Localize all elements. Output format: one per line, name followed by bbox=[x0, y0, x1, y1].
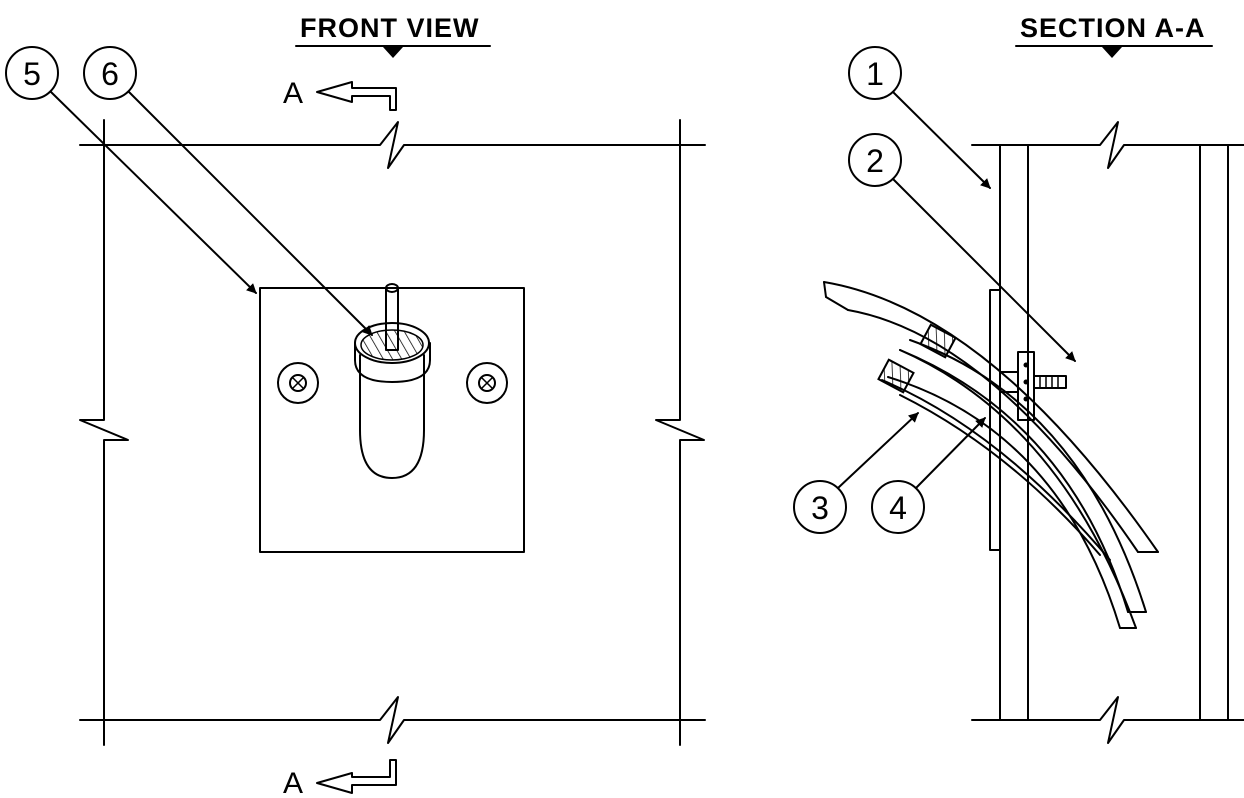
callout-6: 6 bbox=[83, 46, 373, 336]
callout-4-leader bbox=[915, 417, 986, 489]
callout-2: 2 bbox=[848, 133, 1076, 362]
front-view: FRONT VIEW A A bbox=[5, 13, 706, 798]
section-compression-block-lower bbox=[877, 358, 915, 394]
section-wall-bottom-edge bbox=[971, 696, 1244, 744]
conductor-rod-top bbox=[385, 283, 399, 293]
wall-bottom-edge bbox=[79, 696, 706, 744]
callout-3: 3 bbox=[793, 412, 919, 534]
callout-2-label: 2 bbox=[866, 143, 884, 179]
callout-4: 4 bbox=[871, 417, 986, 534]
callout-5-label: 5 bbox=[23, 56, 41, 92]
callout-5: 5 bbox=[5, 46, 257, 294]
section-view-title-marker bbox=[1102, 47, 1122, 58]
callout-3-label: 3 bbox=[811, 490, 829, 526]
callout-1-leader bbox=[892, 91, 991, 189]
screw-right bbox=[466, 362, 508, 404]
section-wall-top-edge bbox=[971, 121, 1244, 169]
mounting-plate bbox=[259, 287, 525, 553]
wall-top-edge bbox=[79, 121, 706, 169]
callout-1-label: 1 bbox=[866, 56, 884, 92]
sleeve-collar bbox=[354, 342, 431, 383]
front-view-title: FRONT VIEW bbox=[300, 13, 480, 43]
front-view-title-marker bbox=[383, 47, 403, 58]
wall-right-edge bbox=[655, 119, 705, 746]
callout-2-leader bbox=[892, 178, 1076, 362]
section-view-title: SECTION A-A bbox=[1020, 13, 1206, 43]
section-marker-bottom-arrow bbox=[316, 759, 397, 794]
callout-4-label: 4 bbox=[889, 490, 907, 526]
sleeve-collar-top bbox=[354, 322, 430, 364]
section-marker-bottom-letter: A bbox=[283, 767, 303, 798]
section-anchor-bolt bbox=[999, 351, 1067, 421]
callout-3-leader bbox=[837, 412, 919, 489]
sleeve-body bbox=[359, 354, 425, 479]
callout-6-label: 6 bbox=[101, 56, 119, 92]
section-curved-conductor bbox=[823, 281, 1159, 629]
callout-6-leader bbox=[128, 91, 373, 336]
section-marker-top-letter: A bbox=[283, 77, 303, 110]
callout-5-leader bbox=[50, 91, 257, 294]
section-view: SECTION A-A bbox=[793, 13, 1244, 744]
sleeve-hatch-fill bbox=[360, 329, 424, 361]
section-mounting-plate bbox=[989, 289, 1001, 551]
section-compression-block-upper bbox=[919, 323, 957, 359]
section-marker-top-arrow bbox=[316, 81, 397, 111]
wall-left-edge bbox=[79, 119, 129, 746]
conductor-rod bbox=[385, 287, 399, 351]
screw-left bbox=[277, 362, 319, 404]
callout-1: 1 bbox=[848, 46, 991, 189]
